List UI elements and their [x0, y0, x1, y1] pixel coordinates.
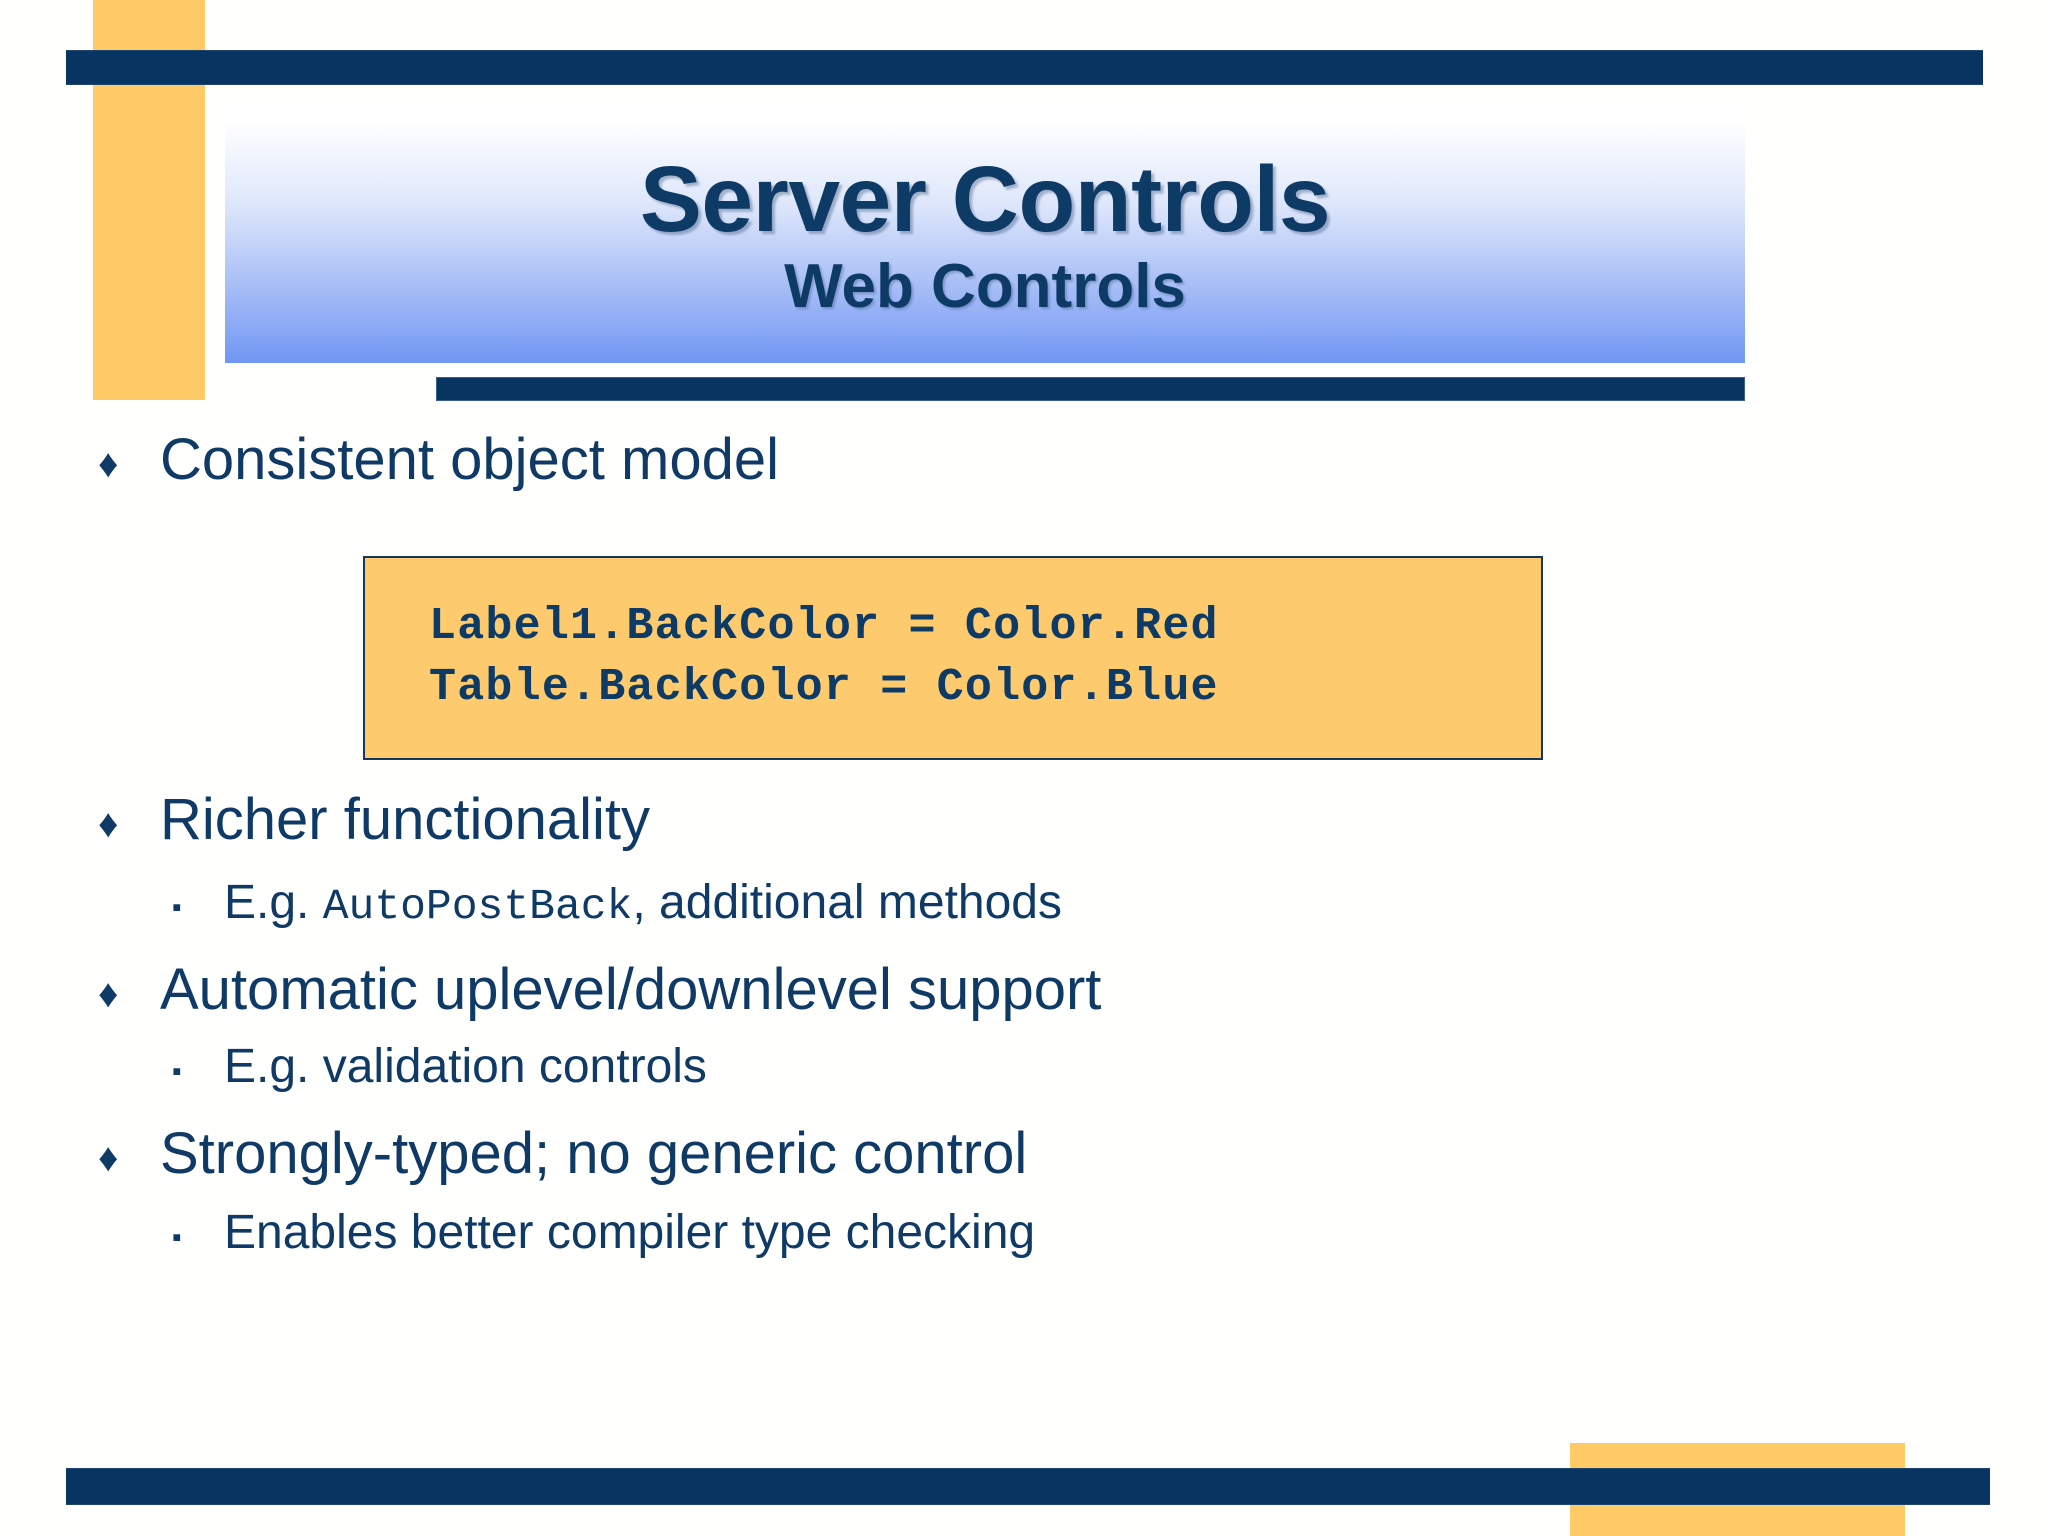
diamond-bullet-icon: ♦ — [98, 802, 119, 846]
bullet-label: Automatic uplevel/downlevel support — [160, 957, 1102, 1022]
bullet-item-richer-functionality: ♦ Richer functionality — [98, 787, 650, 852]
sub-bullet-label: E.g. AutoPostBack, additional methods — [224, 876, 1062, 931]
bullet-label: Richer functionality — [160, 787, 650, 852]
code-callout-box: Label1.BackColor = Color.Red Table.BackC… — [363, 556, 1543, 760]
bullet-item-strongly-typed: ♦ Strongly-typed; no generic control — [98, 1121, 1028, 1186]
square-bullet-icon: ▪ — [172, 892, 182, 922]
page-title: Server Controls — [639, 146, 1331, 251]
code-line-2: Table.BackColor = Color.Blue — [429, 662, 1219, 713]
top-divider-bar — [66, 50, 1983, 85]
bullet-item-uplevel-downlevel: ♦ Automatic uplevel/downlevel support — [98, 957, 1102, 1022]
code-line-1: Label1.BackColor = Color.Red — [429, 601, 1219, 653]
diamond-bullet-icon: ♦ — [98, 442, 119, 486]
diamond-bullet-icon: ♦ — [98, 1136, 119, 1180]
sub-bullet-item-compiler-type-checking: ▪ Enables better compiler type checking — [172, 1206, 1036, 1259]
sub-bullet-item-autopostback: ▪ E.g. AutoPostBack, additional methods — [172, 876, 1062, 931]
bottom-divider-bar — [66, 1468, 1990, 1505]
square-bullet-icon: ▪ — [172, 1222, 182, 1252]
bullet-item-consistent-object-model: ♦ Consistent object model — [98, 427, 779, 492]
sub-bullet-text-before: E.g. — [224, 876, 323, 929]
diamond-bullet-icon: ♦ — [98, 972, 119, 1016]
title-underline-bar — [436, 377, 1745, 401]
sub-bullet-item-validation-controls: ▪ E.g. validation controls — [172, 1040, 707, 1093]
square-bullet-icon: ▪ — [172, 1056, 182, 1086]
inline-code-autopostback: AutoPostBack — [322, 882, 633, 931]
bullet-label: Strongly-typed; no generic control — [160, 1121, 1028, 1186]
sub-bullet-label: E.g. validation controls — [224, 1040, 707, 1093]
bullet-label: Consistent object model — [160, 427, 779, 492]
sub-bullet-text-after: , additional methods — [632, 876, 1062, 929]
content-area: ♦ Consistent object model Label1.BackCol… — [0, 427, 2048, 1440]
sub-bullet-label: Enables better compiler type checking — [224, 1206, 1036, 1259]
page-subtitle: Web Controls — [784, 251, 1186, 321]
title-panel: Server Controls Web Controls — [225, 105, 1745, 363]
